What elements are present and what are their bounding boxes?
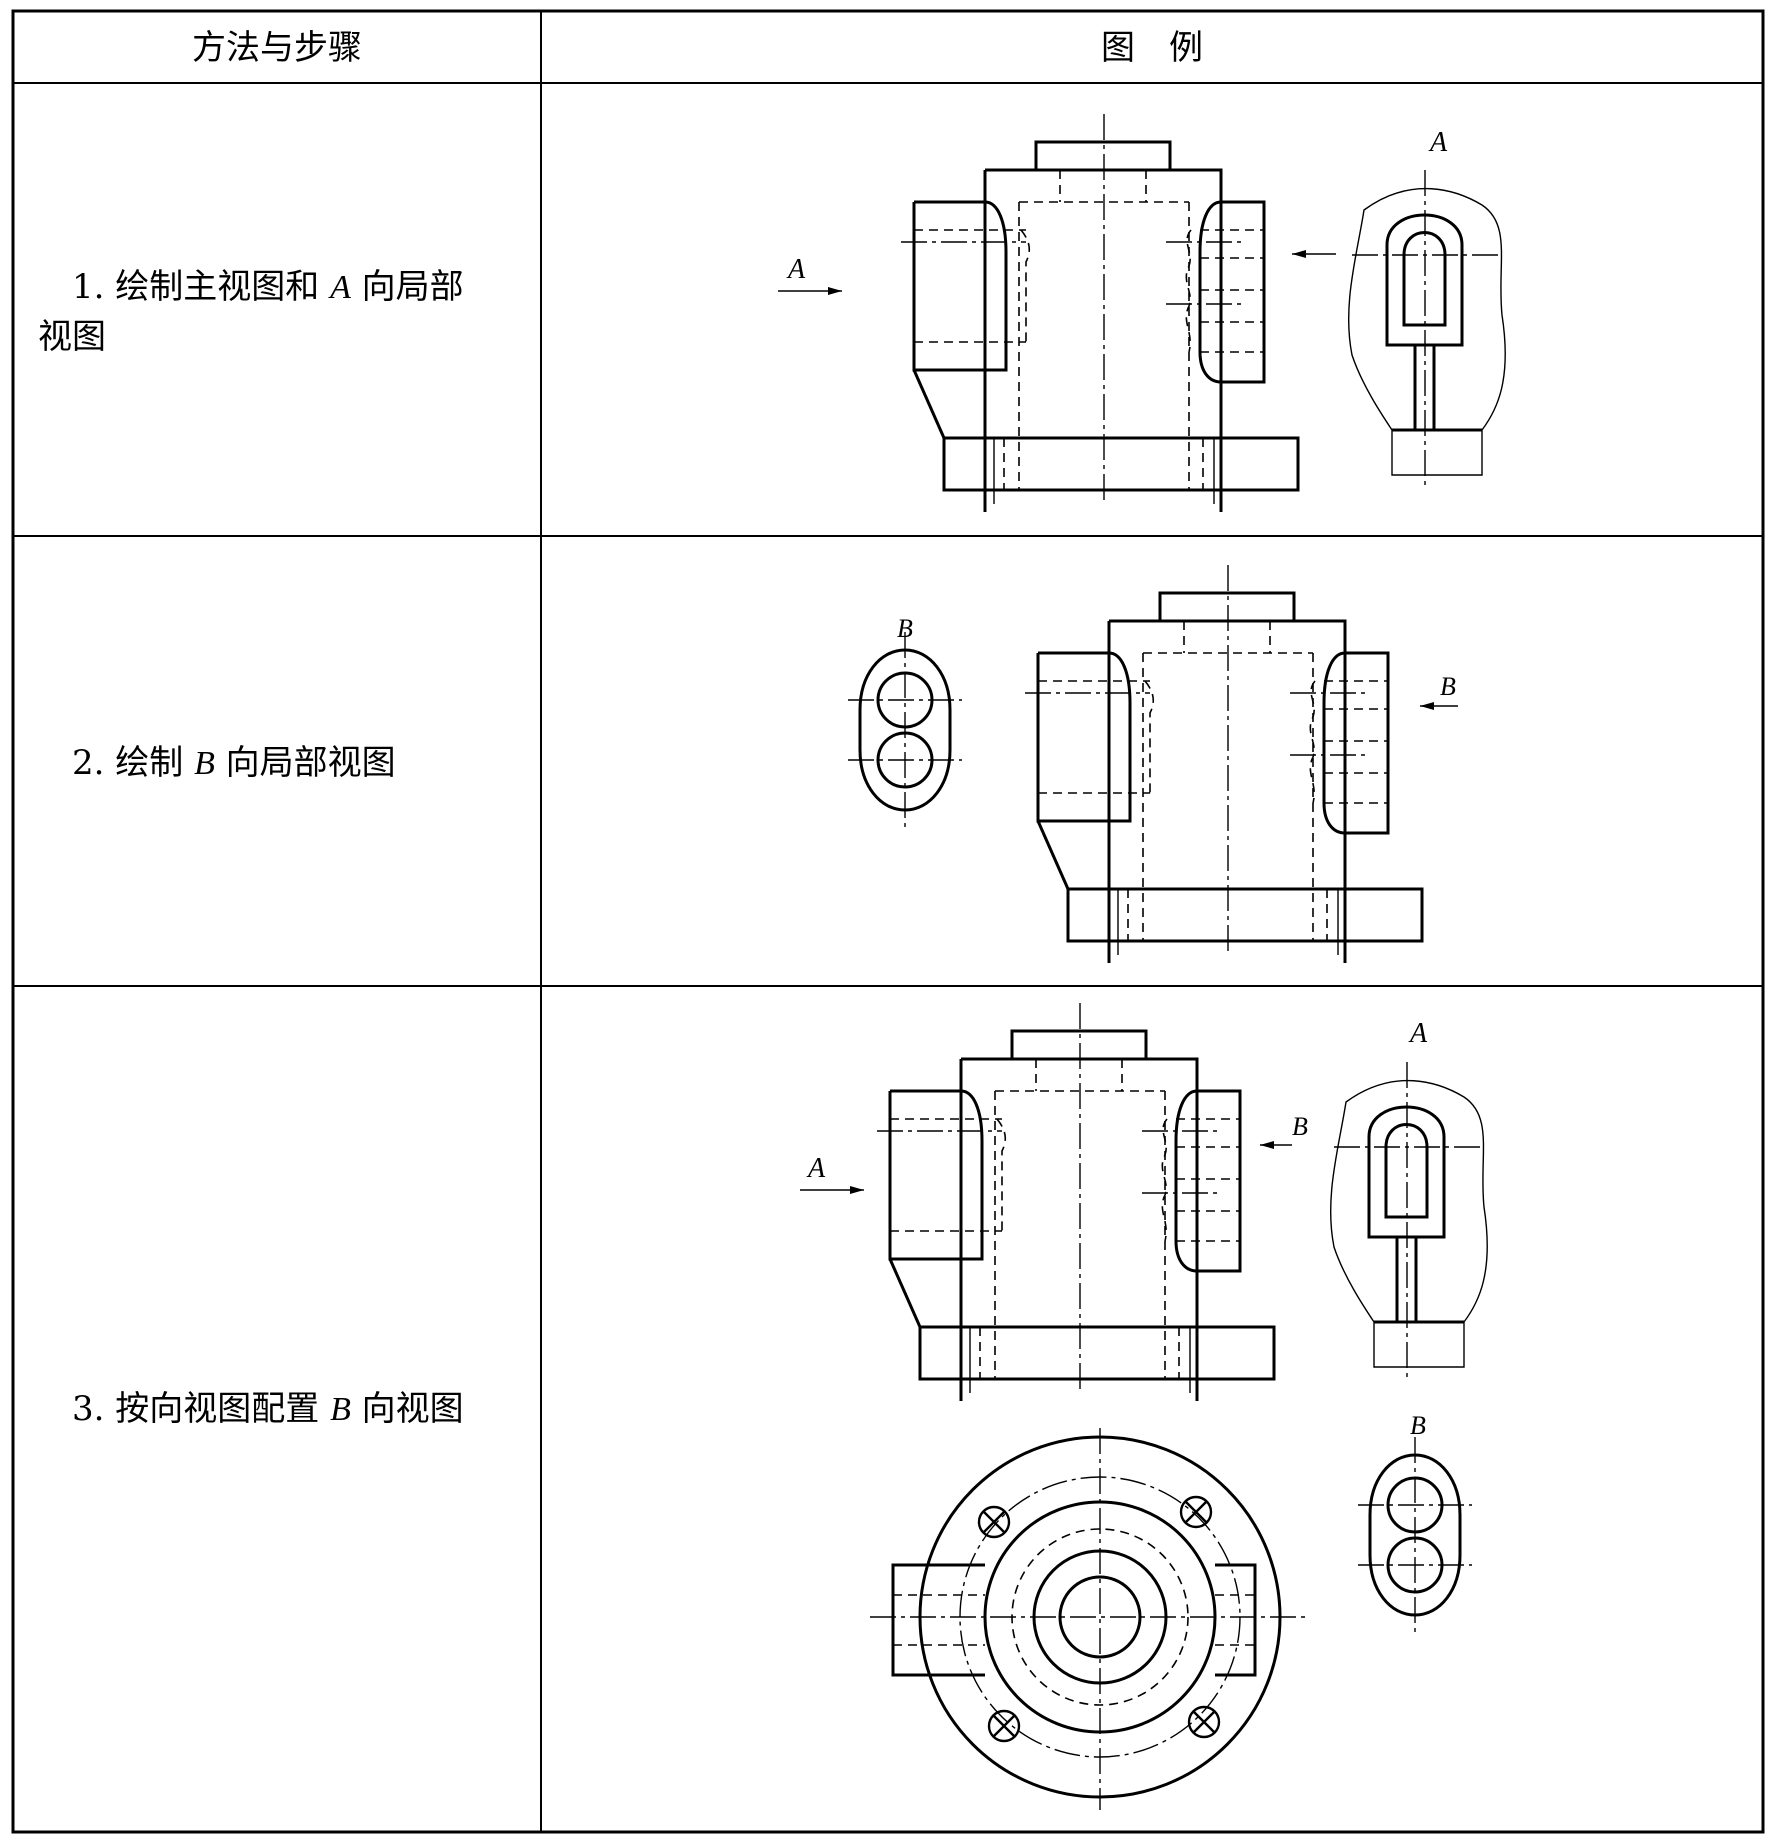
header-illustration: 图 例 — [1101, 28, 1203, 68]
row2-b-view-label: B — [897, 614, 913, 643]
step-1-text-line2: 视图 — [38, 317, 106, 357]
row3-figure: A B A B — [800, 1001, 1489, 1810]
row3-label-a: A — [806, 1153, 826, 1184]
step-1-text: 1. 绘制主视图和 A 向局部 — [72, 267, 464, 307]
step-2-text: 2. 绘制 B 向局部视图 — [72, 743, 396, 783]
row3-b-view-label: B — [1410, 1411, 1426, 1440]
row2-figure: B B — [846, 563, 1458, 965]
row1-front-view — [899, 112, 1300, 514]
header-method-steps: 方法与步骤 — [192, 28, 362, 68]
row3-a-view — [1329, 1060, 1489, 1384]
row2-front-view — [1023, 563, 1424, 965]
row3-front-view — [875, 1001, 1276, 1403]
row1-label-a: A — [786, 254, 806, 285]
row3-top-view — [870, 1428, 1305, 1810]
row1-a-view — [1347, 168, 1507, 492]
row3-label-b: B — [1292, 1112, 1308, 1141]
row2-b-view — [846, 630, 964, 830]
row1-a-view-label: A — [1428, 127, 1448, 158]
row1-figure: A A — [778, 112, 1507, 514]
row3-a-view-label: A — [1408, 1018, 1428, 1049]
row3-b-view — [1356, 1435, 1474, 1635]
row2-label-b: B — [1440, 672, 1456, 701]
step-3-text: 3. 按向视图配置 B 向视图 — [72, 1389, 464, 1429]
table-grid — [11, 9, 1765, 1834]
